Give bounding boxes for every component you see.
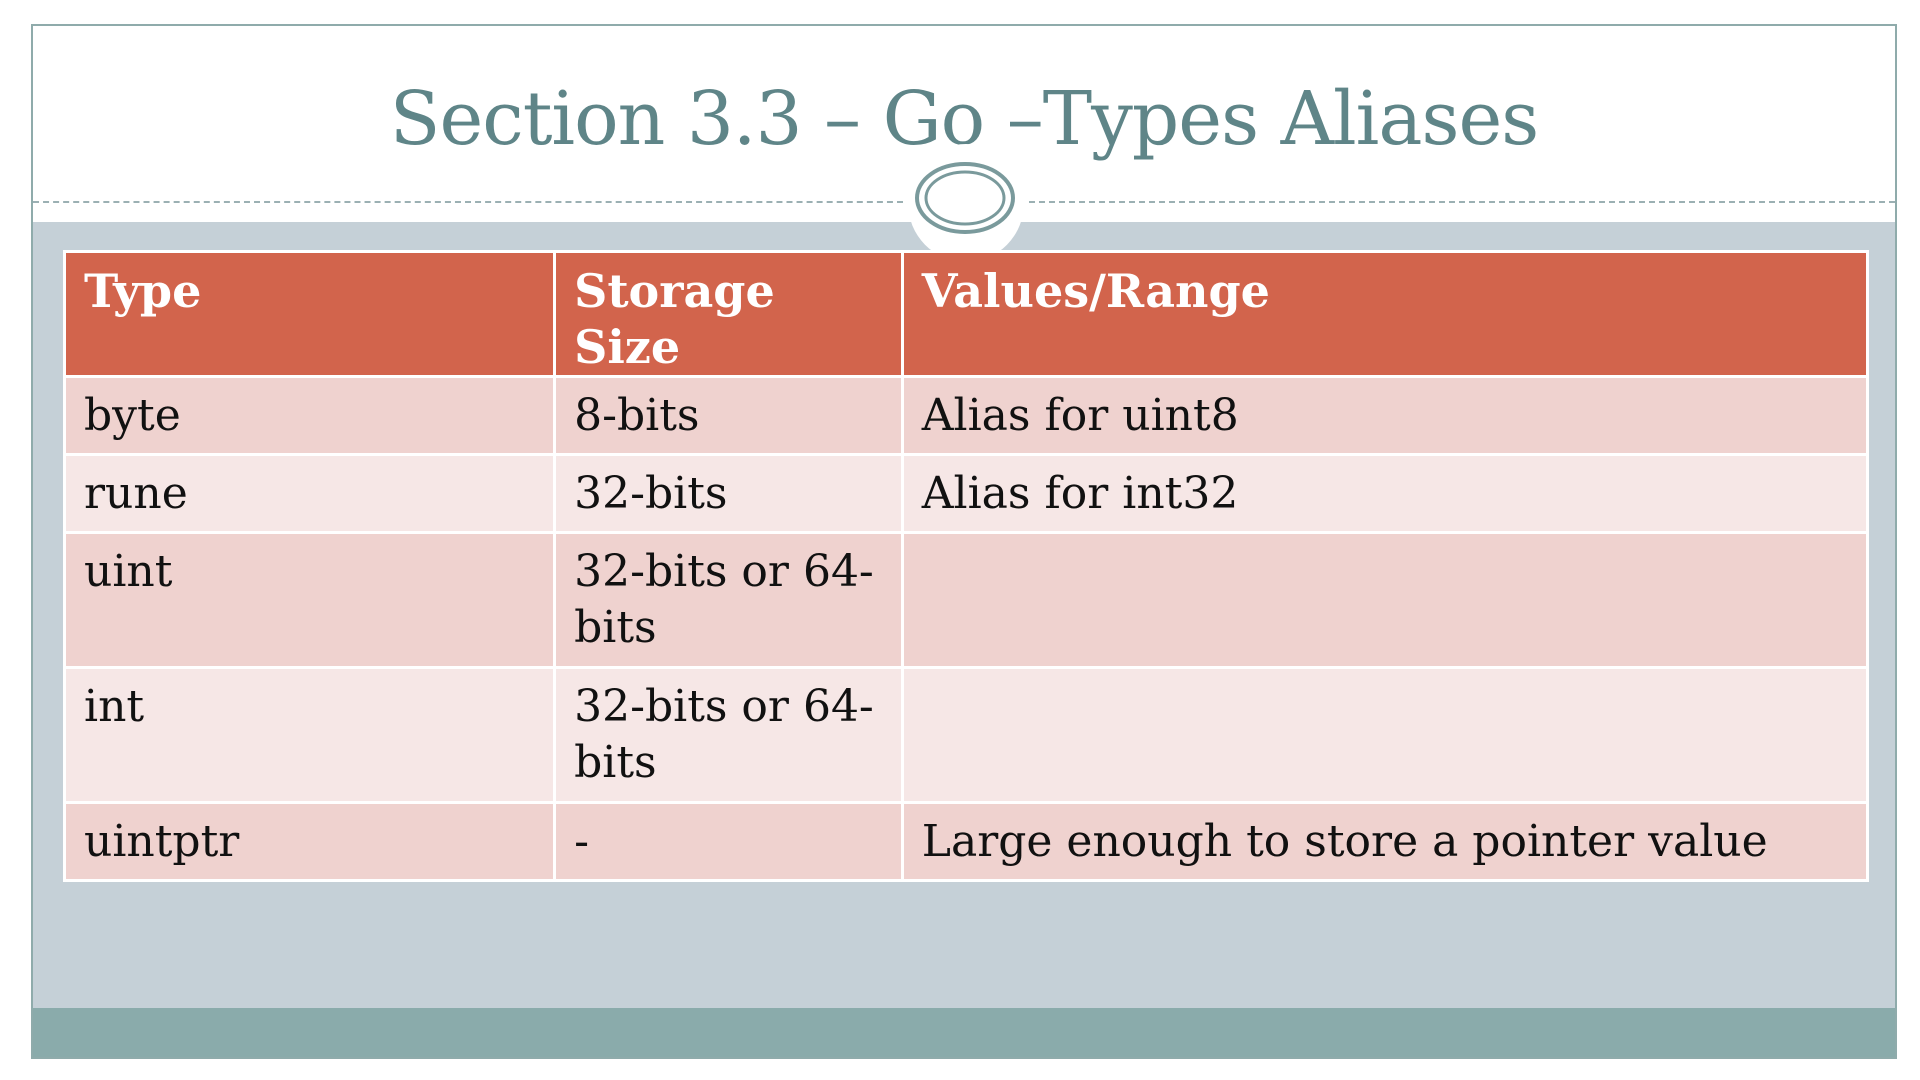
cell-type: uintptr <box>62 801 557 882</box>
table-row: rune 32-bits Alias for int32 <box>62 453 1870 534</box>
cell-size: 32-bits <box>553 453 904 534</box>
cell-size: 32-bits or 64-bits <box>553 531 904 669</box>
cell-values: Alias for uint8 <box>900 375 1870 456</box>
cell-size: 8-bits <box>553 375 904 456</box>
cell-type: uint <box>62 531 557 669</box>
title-divider-left <box>33 201 903 203</box>
footer-band <box>33 1008 1895 1057</box>
table-row: uintptr - Large enough to store a pointe… <box>62 801 1870 882</box>
title-divider-right <box>1029 201 1895 203</box>
cell-type: byte <box>62 375 557 456</box>
header-type: Type <box>62 250 557 378</box>
slide: Section 3.3 – Go –Types Aliases Type Sto… <box>31 24 1897 1059</box>
header-values-range: Values/Range <box>900 250 1870 378</box>
cell-size: - <box>553 801 904 882</box>
cell-values: Alias for int32 <box>900 453 1870 534</box>
types-table: Type Storage Size Values/Range byte 8-bi… <box>62 250 1870 882</box>
header-storage-size: Storage Size <box>553 250 904 378</box>
table-row: uint 32-bits or 64-bits <box>62 531 1870 669</box>
table-row: int 32-bits or 64-bits <box>62 666 1870 804</box>
table-header-row: Type Storage Size Values/Range <box>62 250 1870 378</box>
cell-type: int <box>62 666 557 804</box>
cell-values <box>900 666 1870 804</box>
cell-values: Large enough to store a pointer value <box>900 801 1870 882</box>
cell-type: rune <box>62 453 557 534</box>
table-row: byte 8-bits Alias for uint8 <box>62 375 1870 456</box>
cell-size: 32-bits or 64-bits <box>553 666 904 804</box>
cell-values <box>900 531 1870 669</box>
oval-ornament-icon <box>915 162 1015 234</box>
